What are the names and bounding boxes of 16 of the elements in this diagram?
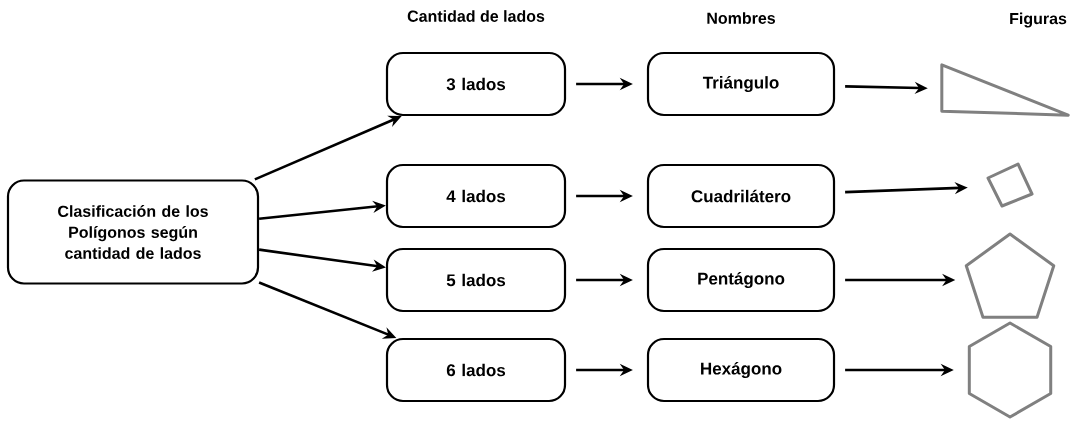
label-box: Cuadrilátero [646,163,836,229]
column-heading: Cantidad de lados [407,10,545,22]
square-drawing [986,162,1034,208]
label-box: 3 lados [385,51,567,117]
label-box: Hexágono [646,337,836,403]
category-box: Clasificación de los Polígonos según cantidad de lados [6,179,260,285]
label-box: 4 lados [385,163,567,229]
label-box: 6 lados [385,337,567,403]
triangle-drawing [940,63,1070,117]
label-box: Triángulo [646,51,836,117]
column-heading: Figuras [1010,12,1067,28]
hexagon-drawing [967,321,1053,419]
pentagon-drawing [964,232,1056,319]
label-box: 5 lados [385,247,567,313]
column-heading: Nombres [707,12,775,24]
label-box: Pentágono [646,247,836,313]
